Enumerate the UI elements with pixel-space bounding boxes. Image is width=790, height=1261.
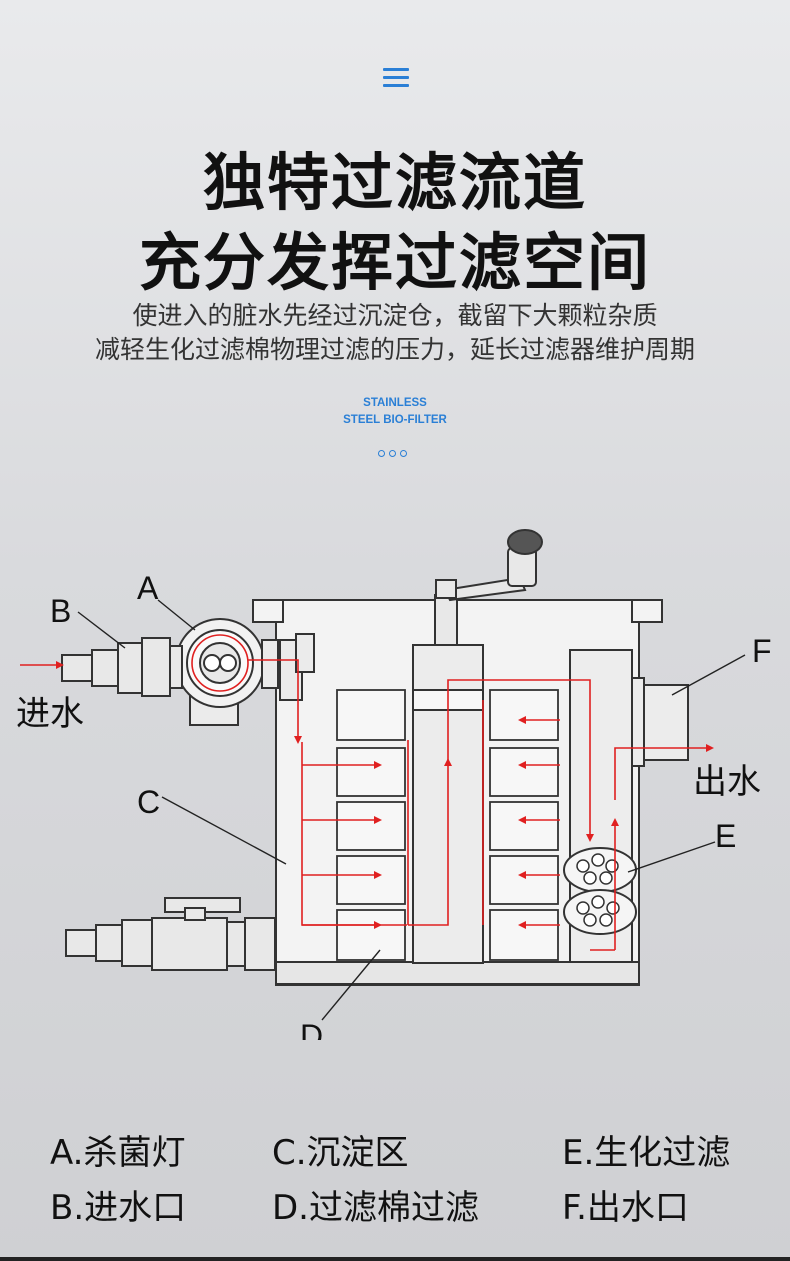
page-title-line1: 独特过滤流道 [202,146,587,219]
inlet-pipe [61,637,183,697]
legend-item-e: E.生化过滤 [562,1133,731,1173]
bottom-divider [0,1257,790,1261]
dots-decoration [378,450,407,457]
diagram-label-d: D [300,1018,323,1040]
subtitle-line2: STEEL BIO-FILTER [343,414,447,426]
filter-pads-right [489,689,559,961]
subtitle-line1: STAINLESS [363,397,427,409]
diagram-label-f: F [752,633,772,669]
inlet-label: 进水 [16,694,84,734]
leader-lines [77,599,746,1021]
legend-item-c: C.沉淀区 [272,1133,409,1173]
lid-handle [434,529,543,651]
diagram-label-e: E [715,818,736,854]
drain-valve [65,897,276,971]
description-line2: 减轻生化过滤棉物理过滤的压力，延长过滤器维护周期 [94,335,695,364]
diagram-label-b: B [50,593,71,629]
uv-lamp-unit [175,618,315,726]
legend-item-b: B.进水口 [50,1188,187,1228]
legend-item-f: F.出水口 [562,1188,689,1228]
legend-item-a: A.杀菌灯 [50,1133,186,1173]
bio-rings [576,853,620,927]
legend-item-d: D.过滤棉过滤 [272,1188,479,1228]
outlet-label: 出水 [693,762,761,802]
description-line1: 使进入的脏水先经过沉淀仓，截留下大颗粒杂质 [132,301,658,330]
page-title-line2: 充分发挥过滤空间 [138,226,651,299]
flow-lines [20,634,714,951]
diagram-label-a: A [137,570,159,606]
diagram-label-c: C [137,784,160,820]
filter-pads-left [336,689,406,961]
filter-diagram: A B C D E F 进水 出水 [16,529,772,1040]
menu-icon[interactable] [383,68,409,88]
